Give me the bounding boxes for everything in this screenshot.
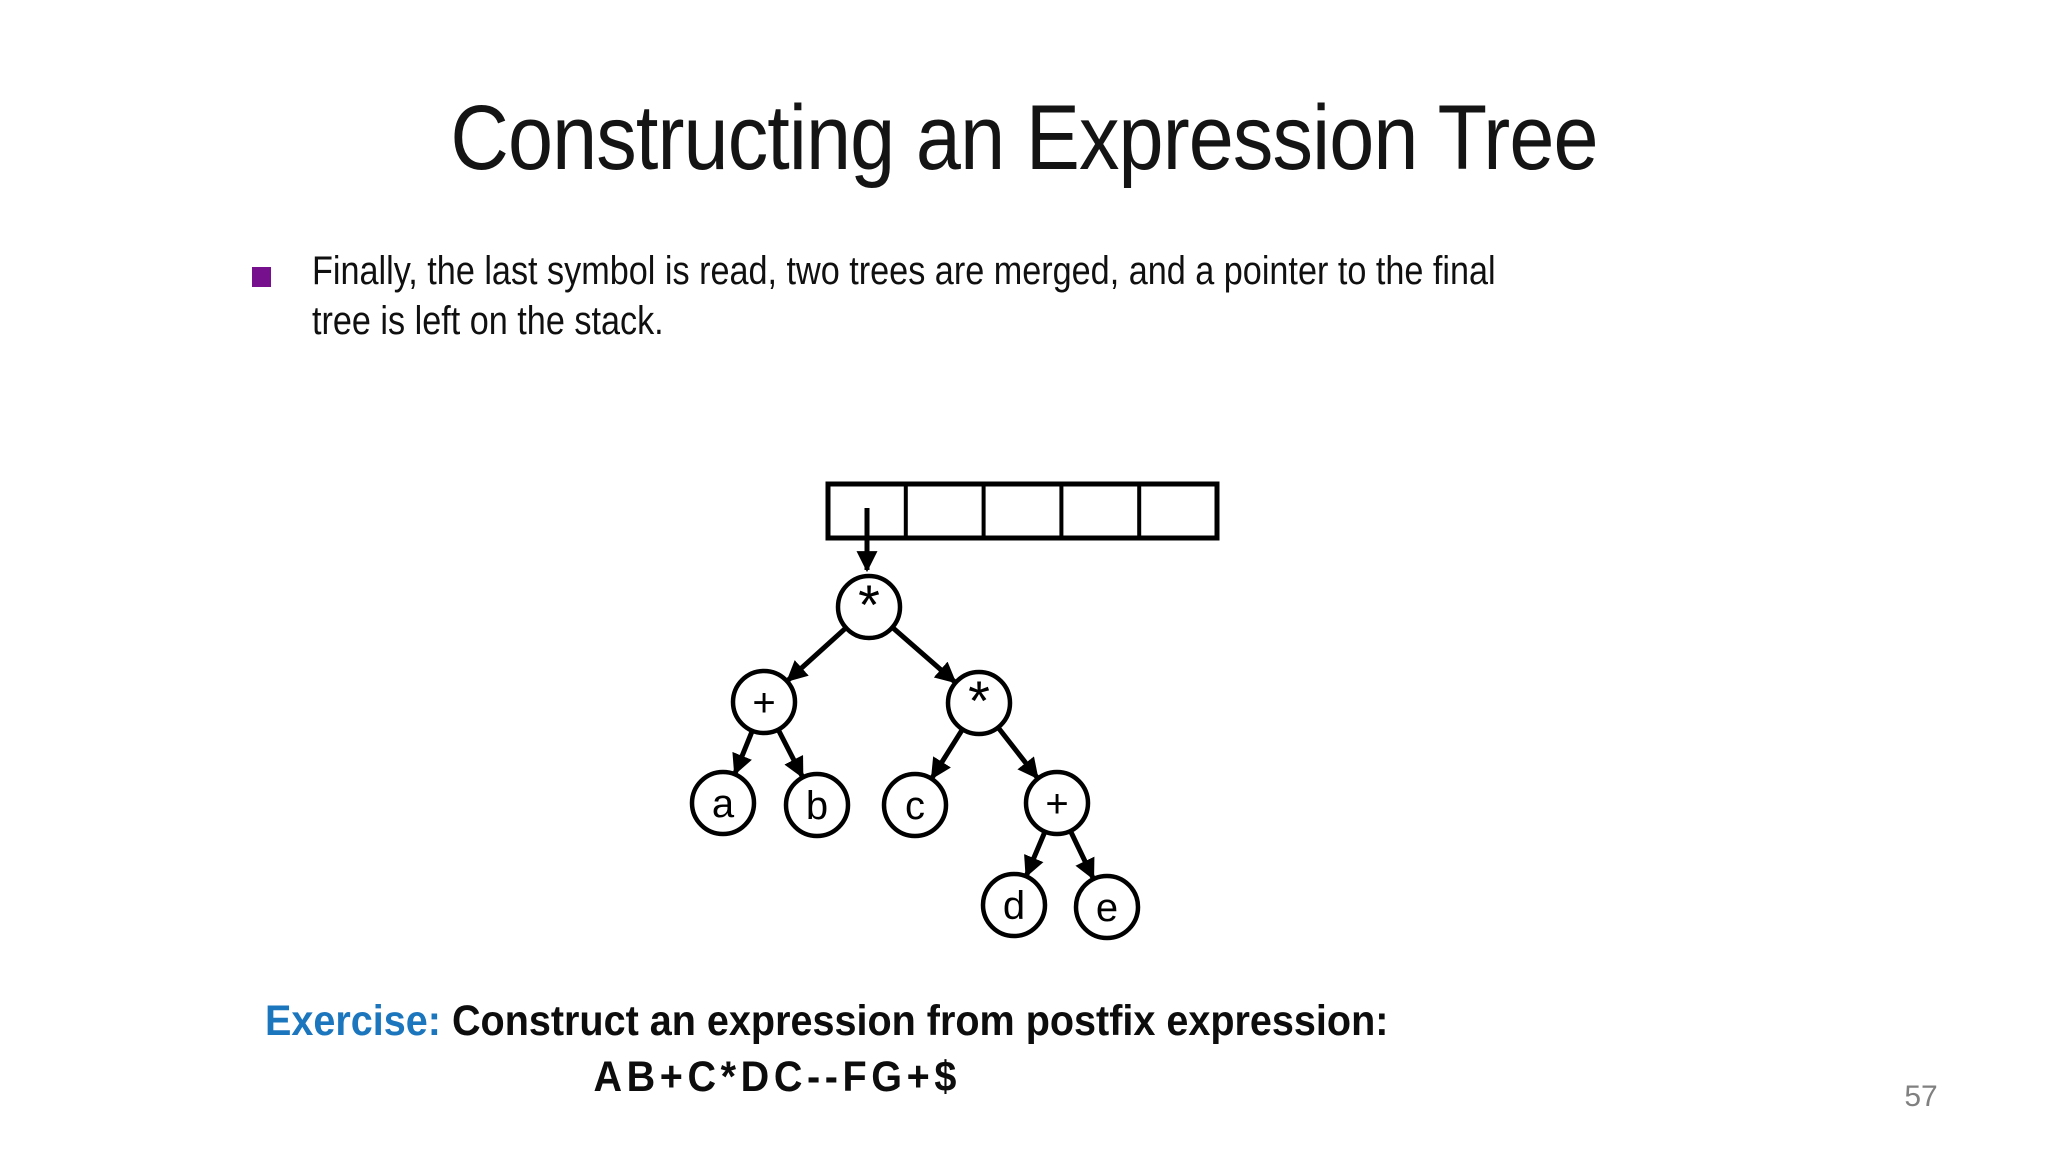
bullet-text: Finally, the last symbol is read, two tr…: [312, 246, 1766, 346]
exercise-block: Exercise: Construct an expression from p…: [265, 993, 1645, 1105]
svg-text:e: e: [1096, 886, 1118, 930]
bullet-marker: [252, 267, 271, 287]
svg-text:b: b: [806, 784, 828, 828]
exercise-prompt: Construct an expression from postfix exp…: [440, 997, 1389, 1045]
exercise-expression: AB+C*DC--FG+$: [593, 1053, 961, 1101]
bullet-line-2: tree is left on the stack.: [312, 299, 664, 343]
bullet-line-1: Finally, the last symbol is read, two tr…: [312, 249, 1496, 293]
tree-node-starR: *: [945, 669, 1013, 737]
tree-node-root: *: [835, 573, 903, 641]
exercise-line-1: Exercise: Construct an expression from p…: [265, 993, 1645, 1049]
tree-node-a: a: [689, 769, 757, 837]
tree-node-plusL: +: [730, 668, 798, 736]
tree-node-plusR: +: [1023, 769, 1091, 837]
svg-text:+: +: [1045, 782, 1068, 826]
svg-text:+: +: [752, 681, 775, 725]
tree-edges: [732, 624, 1096, 881]
svg-text:*: *: [858, 573, 880, 636]
tree-node-e: e: [1073, 873, 1141, 941]
svg-text:d: d: [1003, 884, 1025, 928]
tree-node-b: b: [783, 771, 851, 839]
tree-node-c: c: [881, 771, 949, 839]
stack-array: [825, 481, 1220, 573]
exercise-label: Exercise:: [265, 997, 441, 1045]
tree-node-d: d: [980, 871, 1048, 939]
svg-text:*: *: [968, 669, 990, 732]
svg-text:c: c: [905, 784, 925, 828]
slide-title: Constructing an Expression Tree: [450, 87, 1598, 189]
tree-nodes: * + * a b c + d e: [689, 573, 1141, 941]
svg-text:a: a: [712, 782, 735, 826]
page-number: 57: [1904, 1080, 1938, 1113]
